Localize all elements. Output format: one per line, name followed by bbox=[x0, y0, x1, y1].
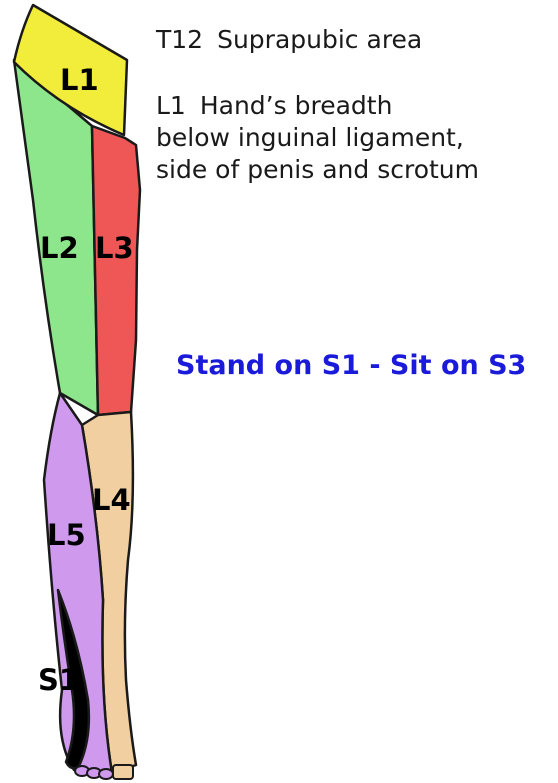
note-l1: L1 Hand’s breadth below inguinal ligament… bbox=[156, 90, 479, 186]
label-L2: L2 bbox=[40, 231, 79, 265]
note-l1-code: L1 bbox=[156, 90, 186, 122]
note-l1-line2: below inguinal ligament, bbox=[156, 122, 479, 154]
note-l1-line1: Hand’s breadth bbox=[200, 91, 393, 120]
label-L5: L5 bbox=[47, 518, 86, 552]
label-L1: L1 bbox=[60, 63, 99, 97]
label-S1: S1 bbox=[38, 663, 79, 697]
label-L4: L4 bbox=[92, 483, 131, 517]
note-t12-code: T12 bbox=[156, 24, 203, 56]
label-L3: L3 bbox=[95, 231, 134, 265]
mnemonic-text: Stand on S1 - Sit on S3 bbox=[176, 350, 526, 381]
big-toe bbox=[113, 765, 133, 779]
note-t12-text: Suprapubic area bbox=[217, 25, 422, 54]
note-l1-line3: side of penis and scrotum bbox=[156, 154, 479, 186]
note-t12: T12 Suprapubic area bbox=[156, 24, 422, 56]
toe bbox=[99, 769, 113, 779]
region-L3 bbox=[92, 126, 140, 415]
